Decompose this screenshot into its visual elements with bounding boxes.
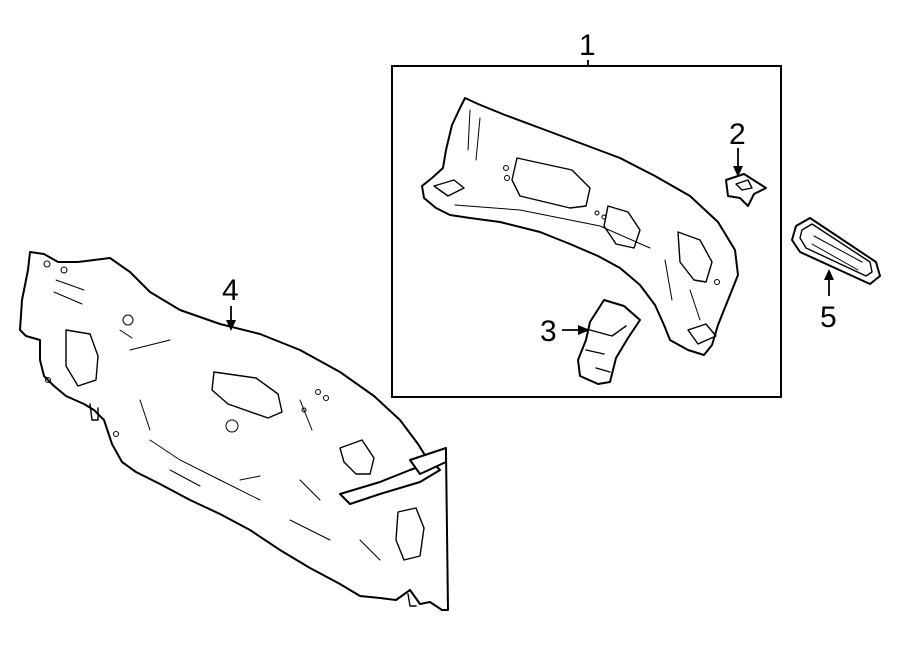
part-3-reinforcement[interactable] bbox=[577, 299, 641, 385]
part-1-package-shelf[interactable] bbox=[421, 97, 739, 356]
callout-5[interactable]: 5 bbox=[820, 301, 837, 334]
callout-3-arrowhead bbox=[578, 325, 590, 335]
callout-4[interactable]: 4 bbox=[222, 274, 239, 307]
callout-3[interactable]: 3 bbox=[540, 315, 557, 348]
callout-2[interactable]: 2 bbox=[729, 118, 746, 151]
part-5-grommet[interactable] bbox=[791, 217, 881, 285]
callout-2-arrowhead bbox=[733, 166, 743, 177]
assembly-box bbox=[391, 65, 782, 398]
callout-4-arrowhead bbox=[226, 320, 236, 331]
part-4-rear-panel[interactable] bbox=[19, 251, 449, 611]
callout-1[interactable]: 1 bbox=[579, 29, 596, 62]
part-2-bracket[interactable] bbox=[725, 173, 767, 207]
callout-5-arrowhead bbox=[824, 269, 834, 280]
